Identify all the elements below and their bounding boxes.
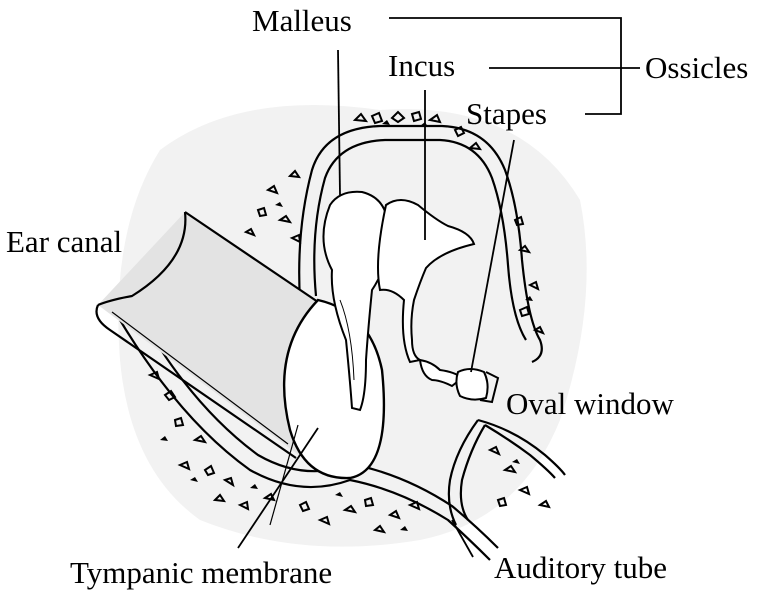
label-ear-canal: Ear canal (6, 226, 122, 257)
label-incus: Incus (388, 50, 455, 81)
label-malleus: Malleus (252, 5, 352, 36)
label-tympanic-membrane: Tympanic membrane (70, 557, 332, 588)
label-oval-window: Oval window (506, 388, 674, 419)
label-auditory-tube: Auditory tube (494, 552, 667, 583)
label-stapes: Stapes (466, 98, 547, 129)
label-ossicles: Ossicles (645, 52, 748, 83)
